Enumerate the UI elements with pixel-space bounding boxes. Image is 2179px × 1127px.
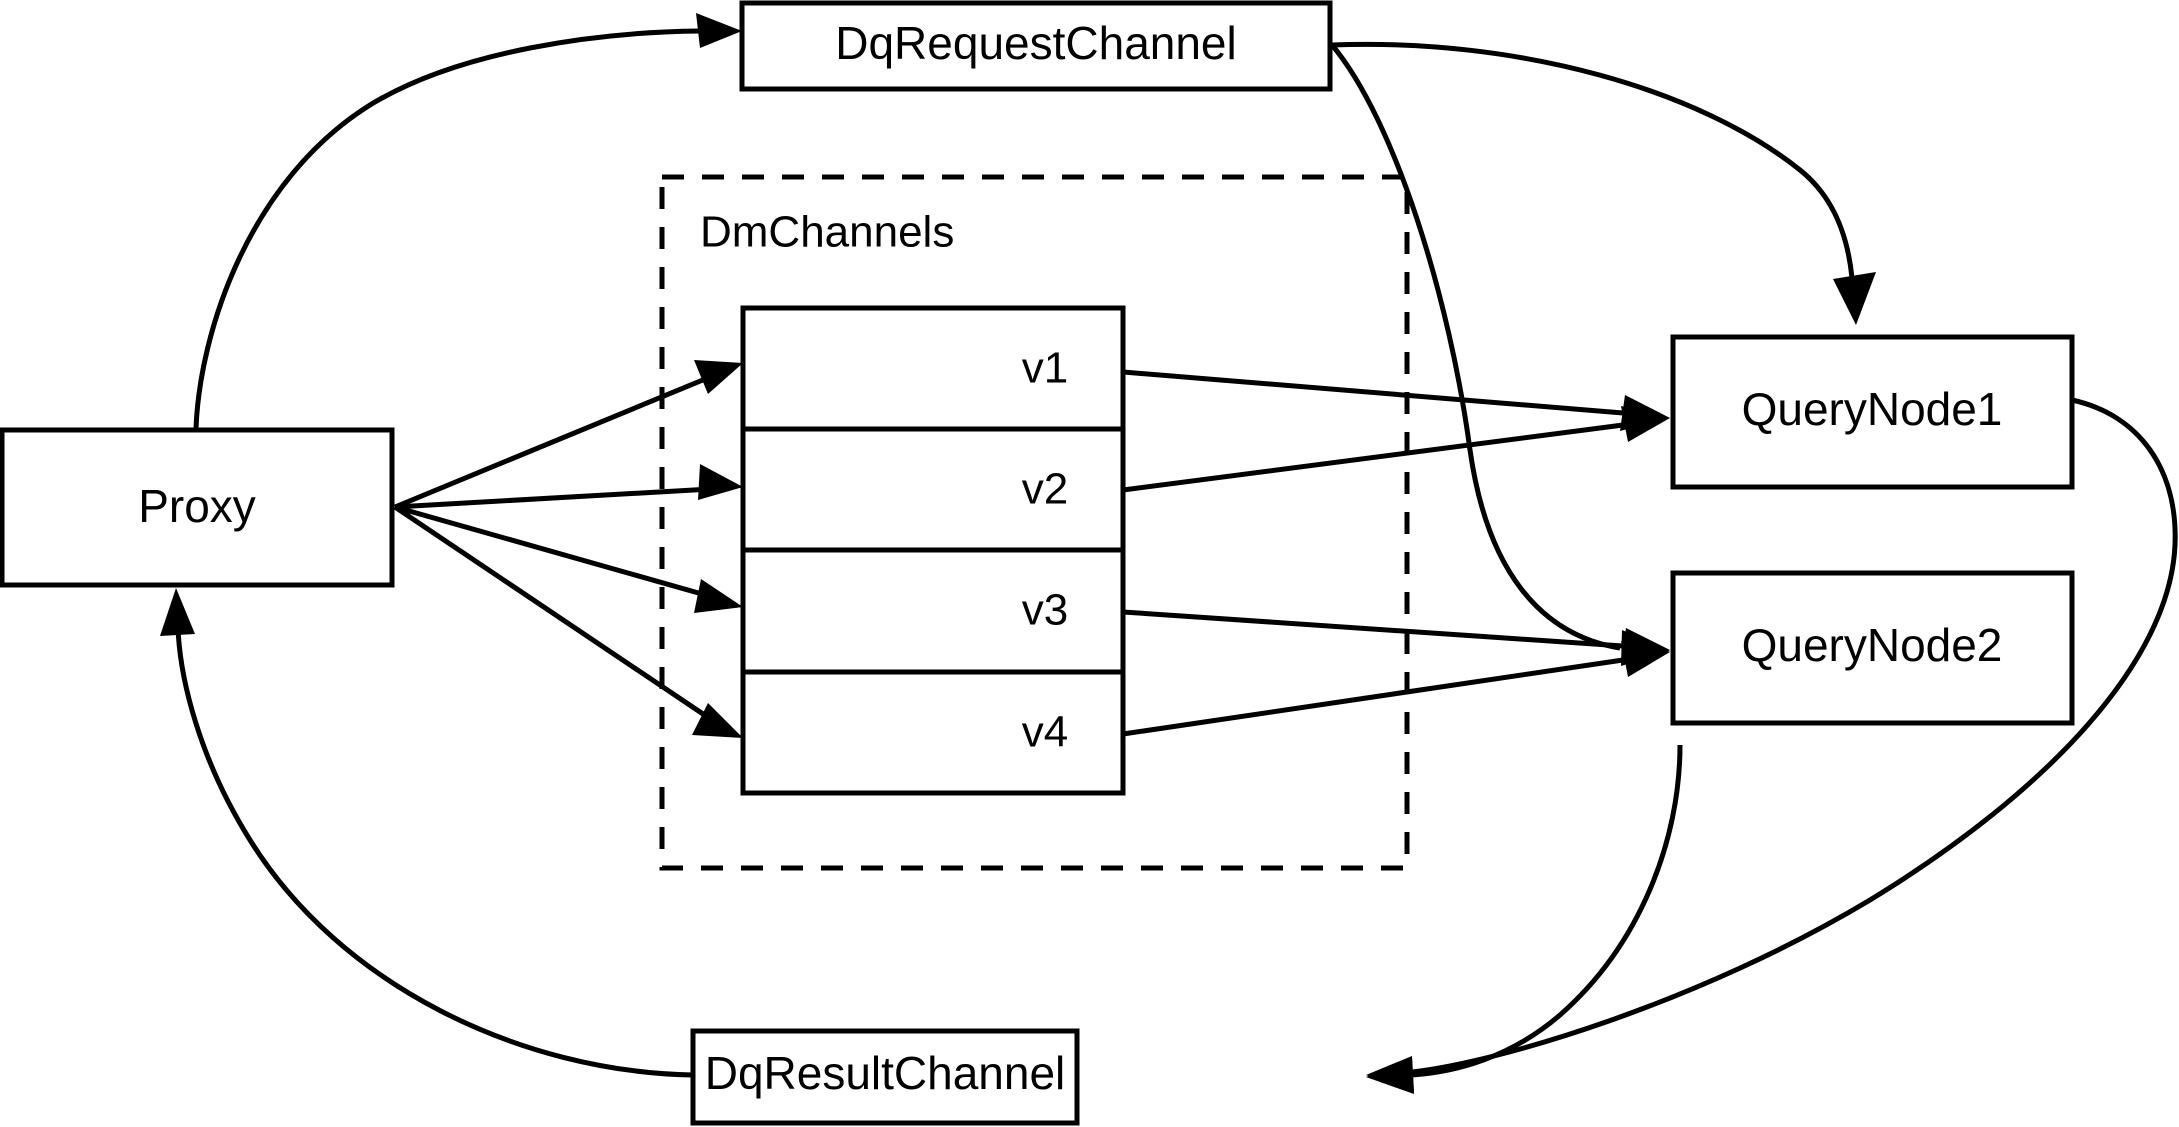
channel-item-v3[interactable]: v3 bbox=[1022, 586, 1068, 635]
channel-item-v2[interactable]: v2 bbox=[1022, 465, 1068, 514]
edge-querynode2-to-dqresultchannel bbox=[1366, 744, 1683, 1094]
dmchannels-channel-list: v1 v2 v3 v4 bbox=[740, 305, 1126, 796]
dmchannels-group-label: DmChannels bbox=[700, 208, 954, 257]
edge-proxy-to-dqrequestchannel bbox=[193, 13, 742, 429]
node-querynode1-label: QueryNode1 bbox=[1742, 383, 2003, 435]
node-querynode1[interactable]: QueryNode1 bbox=[1670, 334, 2075, 490]
edge-proxy-to-v1 bbox=[394, 360, 743, 510]
channel-item-v4[interactable]: v4 bbox=[1022, 708, 1068, 757]
edge-v1-to-querynode1 bbox=[1122, 369, 1670, 431]
node-querynode2[interactable]: QueryNode2 bbox=[1670, 570, 2075, 726]
dmchannels-group: DmChannels bbox=[659, 174, 1410, 871]
edge-v2-to-querynode1 bbox=[1122, 406, 1670, 493]
edge-dqresultchannel-to-proxy bbox=[160, 588, 694, 1078]
node-proxy[interactable]: Proxy bbox=[0, 427, 395, 588]
node-dqrequestchannel[interactable]: DqRequestChannel bbox=[739, 0, 1333, 92]
node-dqrequestchannel-label: DqRequestChannel bbox=[835, 17, 1237, 69]
node-proxy-label: Proxy bbox=[138, 480, 256, 532]
channel-item-v1[interactable]: v1 bbox=[1022, 344, 1068, 393]
edge-dqrequestchannel-to-querynode1 bbox=[1331, 41, 1876, 325]
node-dqresultchannel[interactable]: DqResultChannel bbox=[690, 1028, 1080, 1126]
edge-dqrequestchannel-to-querynode2 bbox=[1330, 43, 1670, 666]
edge-v4-to-querynode2 bbox=[1122, 641, 1670, 737]
edge-proxy-to-v3 bbox=[394, 504, 743, 613]
node-querynode2-label: QueryNode2 bbox=[1742, 619, 2003, 671]
edge-proxy-to-v2 bbox=[394, 464, 743, 510]
edge-querynode1-to-dqresultchannel bbox=[1366, 397, 2178, 1092]
node-dqresultchannel-label: DqResultChannel bbox=[705, 1047, 1066, 1099]
edge-proxy-to-v4 bbox=[393, 504, 743, 738]
